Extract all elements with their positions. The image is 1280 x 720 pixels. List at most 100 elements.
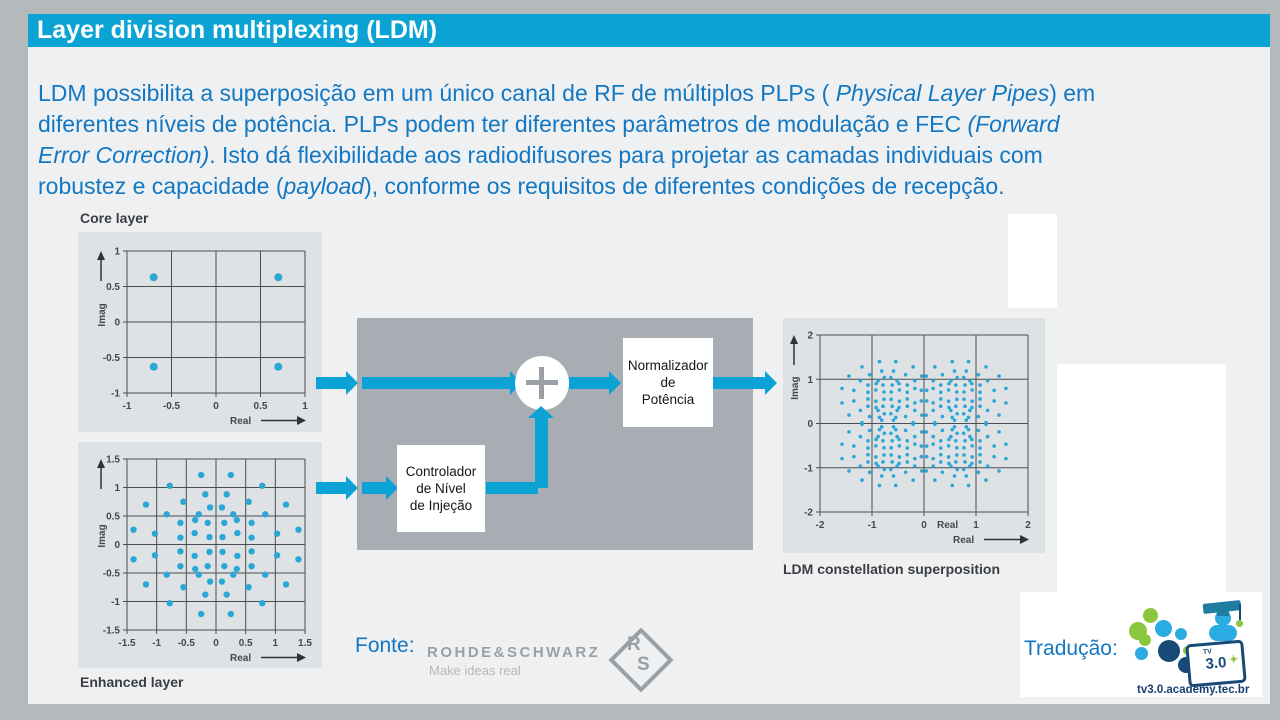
power-normalizer-label: de <box>660 375 676 390</box>
rohde-schwarz-tagline: Make ideas real <box>429 663 521 678</box>
injection-controller-label: de Nível <box>416 481 466 496</box>
injection-level-controller-box: Controlador de Nível de Injeção <box>397 445 485 532</box>
svg-text:0.5: 0.5 <box>239 638 253 649</box>
svg-text:0: 0 <box>114 540 120 551</box>
title-bar: Layer division multiplexing (LDM) <box>28 14 1270 47</box>
svg-text:1: 1 <box>807 375 813 386</box>
svg-text:0.5: 0.5 <box>106 282 120 293</box>
core-signal-arrowhead-icon <box>346 371 358 395</box>
core-layer-caption: Core layer <box>80 210 149 226</box>
adder-icon <box>515 356 569 410</box>
logo-blob <box>1175 628 1187 640</box>
svg-text:1: 1 <box>114 483 120 494</box>
output-arrowhead-icon <box>765 371 777 395</box>
rs-monogram-s: S <box>637 654 650 675</box>
injection-controller-label: Controlador <box>405 464 477 479</box>
logo-blob <box>1158 640 1180 662</box>
intro-paragraph: LDM possibilita a superposição em um úni… <box>38 80 1096 199</box>
injection-signal-arrow <box>486 482 538 494</box>
svg-text:-1: -1 <box>111 389 120 400</box>
power-normalizer-label: Normalizador <box>627 358 709 373</box>
svg-text:-1: -1 <box>111 597 120 608</box>
output-arrow <box>713 377 765 389</box>
svg-text:0: 0 <box>213 638 219 649</box>
svg-text:2: 2 <box>807 331 813 342</box>
svg-text:-1.5: -1.5 <box>118 638 136 649</box>
plus-icon <box>539 367 544 399</box>
svg-text:-1: -1 <box>123 401 132 412</box>
svg-text:1.5: 1.5 <box>106 455 120 466</box>
white-patch <box>1057 364 1226 593</box>
svg-text:-1: -1 <box>804 463 813 474</box>
svg-text:Imag: Imag <box>97 303 108 326</box>
svg-text:1: 1 <box>114 247 120 258</box>
svg-text:Real: Real <box>230 653 251 664</box>
core-signal-arrow <box>316 377 346 389</box>
cap-tassel <box>1239 604 1241 620</box>
page-title: Layer division multiplexing (LDM) <box>37 16 438 44</box>
svg-text:0: 0 <box>213 401 219 412</box>
svg-text:2: 2 <box>1025 520 1031 531</box>
svg-text:Imag: Imag <box>97 524 108 547</box>
enhanced-signal-arrowhead-icon <box>386 476 398 500</box>
svg-text:Real: Real <box>953 535 974 546</box>
svg-text:Real: Real <box>937 520 958 531</box>
svg-text:-1.5: -1.5 <box>103 626 121 637</box>
tv30-badge: TV 3.0 ✦ <box>1185 639 1247 688</box>
enhanced-signal-arrow <box>362 482 386 494</box>
logo-blob <box>1155 620 1172 637</box>
enhanced-signal-arrow <box>316 482 346 494</box>
translation-label: Tradução: <box>1024 637 1118 660</box>
svg-text:-0.5: -0.5 <box>178 638 196 649</box>
svg-text:1.5: 1.5 <box>298 638 312 649</box>
enhanced-signal-arrowhead-icon <box>346 476 358 500</box>
superposition-caption: LDM constellation superposition <box>783 561 1001 577</box>
cap-body <box>1209 625 1237 641</box>
svg-text:1: 1 <box>302 401 308 412</box>
svg-text:0: 0 <box>807 419 813 430</box>
rohde-schwarz-wordmark: ROHDE&SCHWARZ <box>427 644 601 661</box>
svg-text:-0.5: -0.5 <box>103 569 121 580</box>
power-normalizer-box: Normalizador de Potência <box>623 338 713 427</box>
logo-blob <box>1139 634 1151 646</box>
tv-version: 3.0 <box>1204 654 1228 673</box>
svg-text:0: 0 <box>921 520 927 531</box>
svg-text:1: 1 <box>273 638 279 649</box>
rs-monogram-r: R <box>627 634 641 655</box>
logo-blob <box>1135 647 1148 660</box>
svg-text:-1: -1 <box>868 520 877 531</box>
sparkle-icon: ✦ <box>1228 652 1240 667</box>
source-label: Fonte: <box>355 634 415 657</box>
injection-arrowhead-icon <box>528 406 554 418</box>
svg-text:-0.5: -0.5 <box>103 353 121 364</box>
core-signal-arrow <box>362 377 510 389</box>
tv30-url: tv3.0.academy.tec.br <box>1137 684 1250 696</box>
svg-text:0: 0 <box>114 318 120 329</box>
graduation-cap-icon <box>1201 600 1249 646</box>
svg-text:0.5: 0.5 <box>254 401 268 412</box>
svg-text:-2: -2 <box>816 520 825 531</box>
power-normalizer-label: Potência <box>641 392 695 407</box>
rohde-schwarz-diamond-icon: R S <box>607 627 674 693</box>
svg-text:-1: -1 <box>152 638 161 649</box>
cap-band <box>1217 610 1229 616</box>
svg-text:1: 1 <box>973 520 979 531</box>
svg-text:Real: Real <box>230 416 251 427</box>
cap-tassel-dot <box>1236 620 1243 627</box>
svg-text:-2: -2 <box>804 508 813 519</box>
injection-controller-label: de Injeção <box>409 498 473 513</box>
svg-text:-0.5: -0.5 <box>163 401 181 412</box>
white-patch <box>1008 214 1057 308</box>
svg-text:0.5: 0.5 <box>106 512 120 523</box>
injection-signal-arrow <box>535 416 548 488</box>
tv30-academy-logo: TV 3.0 ✦ <box>1125 600 1265 695</box>
adder-output-arrow <box>569 377 609 389</box>
svg-text:Imag: Imag <box>790 376 801 399</box>
enhanced-layer-caption: Enhanced layer <box>80 674 184 690</box>
logo-blob <box>1143 608 1158 623</box>
adder-output-arrowhead-icon <box>609 371 621 395</box>
tv-superscript: TV <box>1202 648 1213 657</box>
